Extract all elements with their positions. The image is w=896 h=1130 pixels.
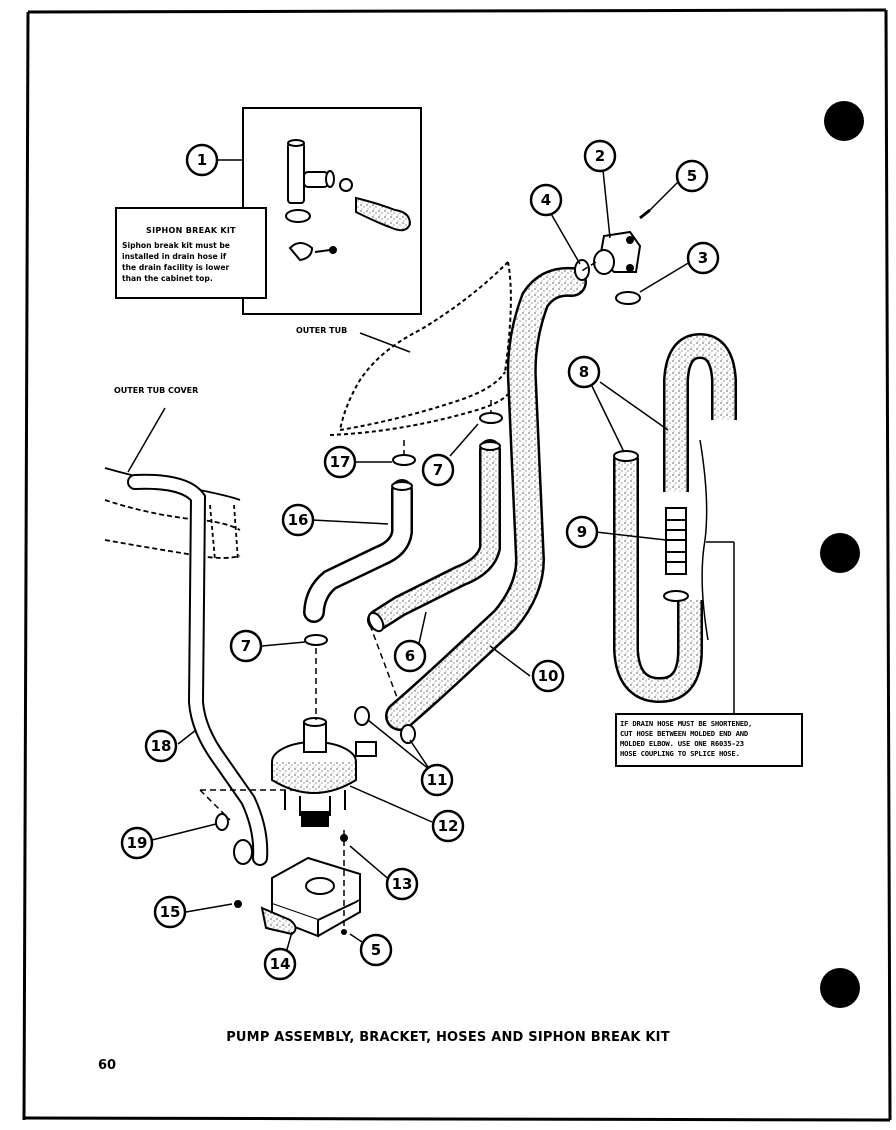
pump-12 <box>271 717 377 827</box>
clamp-7-upper <box>479 412 503 424</box>
callout-10-text: 10 <box>538 667 559 685</box>
note-line: HOSE COUPLING TO SPLICE HOSE. <box>620 749 740 758</box>
outer-tub-leader <box>359 332 411 353</box>
clamp-7-lower <box>304 634 328 646</box>
siphon-kit-line: the drain facility is lower <box>122 263 230 272</box>
screw-15 <box>234 900 242 908</box>
callout-15-text: 15 <box>160 903 181 921</box>
hose-coupling-9 <box>665 507 687 575</box>
callout-17-text: 17 <box>330 453 351 471</box>
cut-line <box>699 439 709 641</box>
hose-8 <box>613 332 737 704</box>
callout-9 <box>565 515 599 549</box>
callout-18-text: 18 <box>151 737 172 755</box>
siphon-kit-line: installed in drain hose if <box>122 252 227 261</box>
clamp-19 <box>215 813 229 831</box>
callout-7-upper <box>421 453 455 487</box>
note-line: CUT HOSE BETWEEN MOLDED END AND <box>620 729 748 738</box>
binder-hole-bottom <box>820 968 860 1008</box>
callout-1 <box>185 143 219 177</box>
siphon-kit-parts <box>285 139 412 262</box>
page-title: PUMP ASSEMBLY, BRACKET, HOSES AND SIPHON… <box>226 1030 670 1045</box>
callout-13-text: 13 <box>392 875 413 893</box>
callout-6-text: 6 <box>405 647 415 665</box>
drain-hose-note-box <box>615 713 803 767</box>
binder-hole-top <box>824 101 864 141</box>
note-line: IF DRAIN HOSE MUST BE SHORTENED, <box>620 719 753 728</box>
siphon-kit-line: Siphon break kit must be <box>122 241 230 250</box>
callout-4 <box>529 183 563 217</box>
clamp-11b <box>400 724 416 744</box>
callout-14-text: 14 <box>270 955 291 973</box>
outer-tub-cover-label: OUTER TUB COVER <box>114 386 199 395</box>
bracket-14 <box>260 856 361 938</box>
drain-hose-note: IF DRAIN HOSE MUST BE SHORTENED, CUT HOS… <box>620 719 800 759</box>
callout-8 <box>567 355 601 389</box>
callout-5-bottom-text: 5 <box>371 941 381 959</box>
callout-2 <box>583 139 617 173</box>
siphon-kit-line: than the cabinet top. <box>122 274 213 283</box>
outer-tub-cover-leader <box>127 407 166 473</box>
callout-2-text: 2 <box>595 147 605 165</box>
outer-tub-label: OUTER TUB <box>296 326 348 335</box>
callout-5-bottom <box>359 933 393 967</box>
callout-numbers: 1 2 5 4 3 8 9 17 7 16 7 6 10 18 11 12 19… <box>127 147 709 973</box>
callout-7-lower-text: 7 <box>241 637 251 655</box>
callout-4-text: 4 <box>541 191 551 209</box>
callout-9-text: 9 <box>577 523 587 541</box>
callout-3 <box>686 241 720 275</box>
nut-13 <box>340 834 348 842</box>
callout-3-text: 3 <box>698 249 708 267</box>
callout-16 <box>281 503 315 537</box>
callout-8-text: 8 <box>579 363 589 381</box>
callout-6 <box>393 639 427 673</box>
clamp-11a <box>354 706 370 726</box>
callout-15 <box>153 895 187 929</box>
siphon-kit-title: SIPHON BREAK KIT <box>146 226 236 235</box>
callout-11-text: 11 <box>427 771 448 789</box>
callout-5-top-text: 5 <box>687 167 697 185</box>
callout-7-upper-text: 7 <box>433 461 443 479</box>
callout-10 <box>531 659 565 693</box>
siphon-kit-description: Siphon break kit must be installed in dr… <box>122 240 260 284</box>
clamp-3 <box>615 291 641 305</box>
callouts <box>120 139 720 981</box>
callout-19 <box>120 826 154 860</box>
drain-elbow-2 <box>593 230 642 275</box>
clamp-4 <box>574 259 590 281</box>
callout-13 <box>385 867 419 901</box>
assembly-lines <box>199 261 597 932</box>
callout-18 <box>144 729 178 763</box>
callout-19-text: 19 <box>127 834 148 852</box>
clamp-17 <box>392 454 416 466</box>
callout-12-text: 12 <box>438 817 459 835</box>
callout-12 <box>431 809 465 843</box>
page-number: 60 <box>98 1058 117 1073</box>
page-border <box>22 8 892 1122</box>
leader-lines <box>151 159 735 961</box>
callout-17 <box>323 445 357 479</box>
note-line: MOLDED ELBOW. USE ONE R6035-23 <box>620 739 744 748</box>
callout-7-lower <box>229 629 263 663</box>
callout-16-text: 16 <box>288 511 309 529</box>
outer-tub <box>329 261 512 436</box>
callout-5-top <box>675 159 709 193</box>
binder-hole-middle <box>820 533 860 573</box>
callout-1-text: 1 <box>197 151 207 169</box>
screw-5-top <box>639 208 651 220</box>
siphon-kit-note-box <box>115 207 267 299</box>
callout-14 <box>263 947 297 981</box>
callout-11 <box>420 763 454 797</box>
